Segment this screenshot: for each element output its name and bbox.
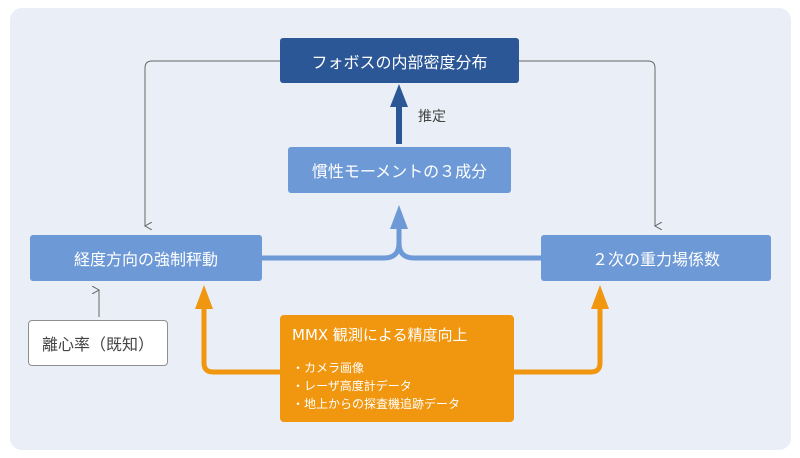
connector-libration-gravity-merge: [262, 242, 541, 261]
arrow-merge-head: [390, 205, 408, 229]
arrow-mmx-libration-head: [195, 285, 213, 309]
node-phobos-density: フォボスの内部密度分布: [280, 38, 519, 83]
mmx-item-ground-tracking: 地上からの探査機追跡データ: [292, 395, 502, 413]
arrow-density-to-gravity: [519, 60, 655, 226]
mmx-item-camera: カメラ画像: [292, 359, 502, 377]
label-estimate: 推定: [418, 109, 446, 125]
node-inertia-moments: 慣性モーメントの３成分: [288, 147, 511, 193]
node-longitude-libration: 経度方向の強制秤動: [30, 235, 262, 281]
arrow-density-to-libration: [145, 60, 280, 226]
node-gravity-coefficients: ２次の重力場係数: [541, 235, 771, 281]
node-mmx-observation: MMX 観測による精度向上 カメラ画像 レーザ高度計データ 地上からの探査機追跡…: [280, 315, 514, 422]
mmx-item-list: カメラ画像 レーザ高度計データ 地上からの探査機追跡データ: [292, 359, 502, 413]
mmx-title: MMX 観測による精度向上: [292, 326, 468, 344]
arrow-mmx-gravity-head: [591, 285, 609, 309]
arrow-mmx-to-gravity: [514, 308, 603, 375]
arrow-mmx-to-libration: [201, 308, 280, 375]
arrow-estimate-head: [390, 84, 408, 107]
node-eccentricity: 離心率（既知）: [28, 320, 168, 366]
mmx-item-laser-altimeter: レーザ高度計データ: [292, 377, 502, 395]
